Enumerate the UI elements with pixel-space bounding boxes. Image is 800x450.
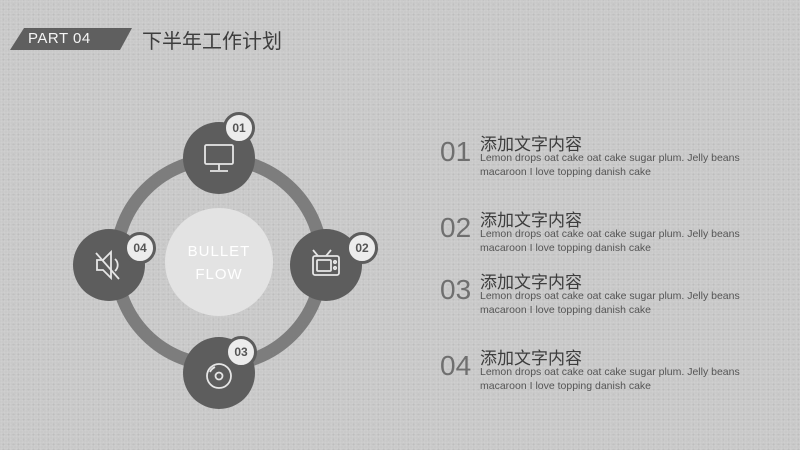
item-number: 01: [440, 136, 472, 167]
item-heading: 添加文字内容: [480, 349, 582, 368]
list-item: 04 添加文字内容 Lemon drops oat cake oat cake …: [440, 346, 770, 396]
list-item: 02 添加文字内容 Lemon drops oat cake oat cake …: [440, 208, 770, 258]
node-number-04: 04: [124, 232, 156, 264]
list-item: 01 添加文字内容 Lemon drops oat cake oat cake …: [440, 132, 770, 182]
center-label-line-1: BULLET: [187, 243, 251, 260]
monitor-icon: [204, 144, 234, 172]
item-heading: 添加文字内容: [480, 211, 582, 230]
item-heading: 添加文字内容: [480, 135, 582, 154]
node-number-02: 02: [346, 232, 378, 264]
part-label: PART 04: [28, 30, 91, 47]
speaker-icon: [95, 249, 120, 281]
node-02[interactable]: [290, 229, 362, 301]
item-number: 04: [440, 350, 472, 381]
slide-title: 下半年工作计划: [142, 31, 282, 53]
item-number: 02: [440, 212, 472, 243]
item-number: 03: [440, 274, 472, 305]
center-circle: [165, 208, 273, 316]
disc-icon: [206, 363, 232, 389]
item-description: Lemon drops oat cake oat cake sugar plum…: [480, 152, 740, 178]
center-label-line-2: FLOW: [195, 266, 243, 283]
item-description: Lemon drops oat cake oat cake sugar plum…: [480, 228, 740, 254]
tv-icon: [312, 249, 340, 276]
part-badge: [10, 28, 132, 50]
node-number-03: 03: [225, 336, 257, 368]
node-number-01: 01: [223, 112, 255, 144]
item-description: Lemon drops oat cake oat cake sugar plum…: [480, 366, 740, 392]
center-label: BULLET FLOW: [166, 240, 272, 286]
item-heading: 添加文字内容: [480, 273, 582, 292]
item-description: Lemon drops oat cake oat cake sugar plum…: [480, 290, 740, 316]
list-item: 03 添加文字内容 Lemon drops oat cake oat cake …: [440, 270, 770, 320]
